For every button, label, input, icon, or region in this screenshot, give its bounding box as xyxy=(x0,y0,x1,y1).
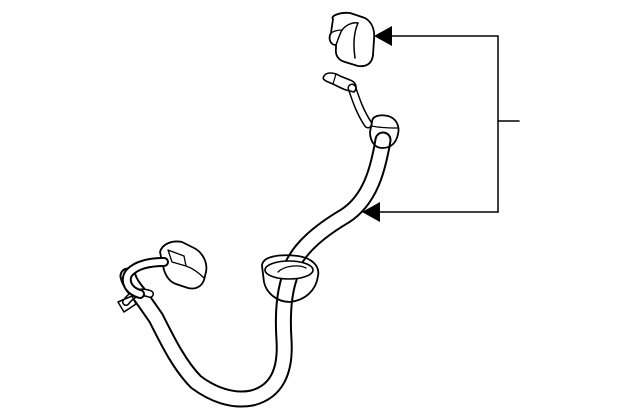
connector-clip-icon xyxy=(117,295,137,313)
grommet-rim xyxy=(264,260,314,280)
wire-harness xyxy=(119,83,392,408)
callout-arrow-top-icon xyxy=(374,26,392,46)
connector-cap xyxy=(328,11,376,68)
plug-connector-icon xyxy=(159,240,208,290)
cap-lip-line xyxy=(330,29,343,34)
terminal-band xyxy=(332,73,337,85)
harness-tube-core xyxy=(121,133,390,406)
sleeve-boot xyxy=(369,114,400,149)
connector-cable-core xyxy=(123,259,167,297)
terminal-icon xyxy=(322,72,357,93)
callout-leader xyxy=(362,26,520,222)
grommet-inner-ring xyxy=(277,265,307,273)
sleeve-boot-icon xyxy=(369,114,400,149)
grommet xyxy=(261,254,320,303)
wire-tip xyxy=(322,72,357,93)
connector-latch xyxy=(167,249,187,267)
harness-tube-outline xyxy=(119,131,392,408)
sleeve-boot-ring xyxy=(371,125,399,129)
callout-arrow-bottom-icon xyxy=(362,202,380,222)
grommet-icon xyxy=(261,254,320,303)
connector-seam xyxy=(185,265,205,279)
main-connector xyxy=(117,240,208,313)
cap-face-line xyxy=(353,22,359,59)
boot-cap-icon xyxy=(328,11,376,68)
